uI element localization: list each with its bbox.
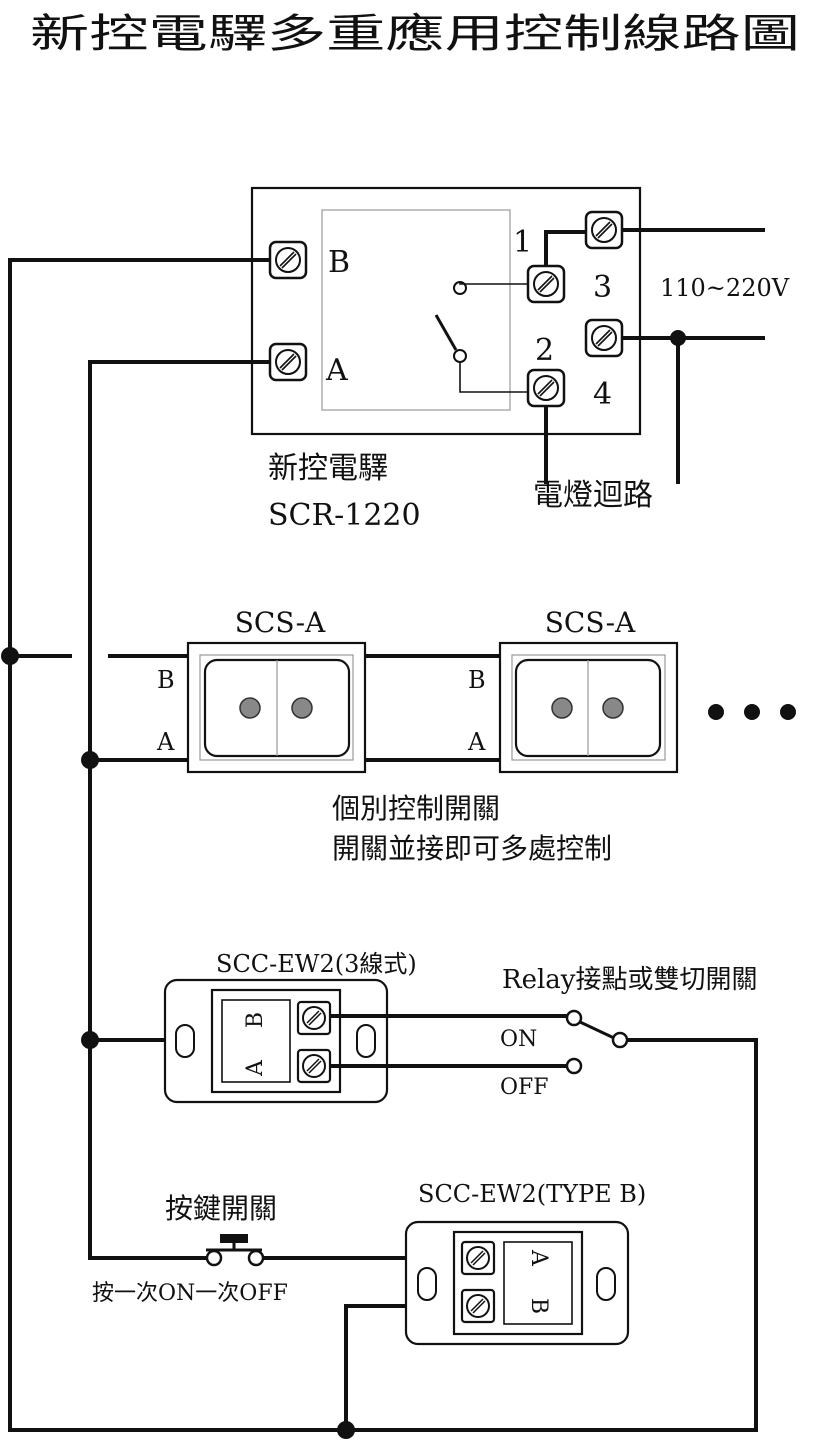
changeover-arm (579, 1020, 615, 1040)
relay-internal-wire-2 (459, 362, 528, 393)
scs1-inner-frame (199, 654, 354, 761)
relay-inner-panel (321, 209, 511, 411)
wire-bus-b (8, 258, 758, 1432)
ew2-typeb-screw-a (460, 1240, 496, 1276)
relay-label-b: B (328, 245, 350, 280)
relay-label-a: A (325, 353, 348, 388)
ew2-typeb-screw-b (460, 1288, 496, 1324)
scs-switch-1: SCS-A B A (156, 606, 367, 774)
scs2-led-left (551, 697, 573, 719)
wire-bus-a (88, 360, 270, 1260)
scs2-label-a: A (467, 728, 486, 756)
more-switches-ellipsis (708, 704, 796, 720)
ew2-3wire-name: SCC-EW2(3線式) (216, 950, 417, 978)
scs1-label-a: A (156, 728, 175, 756)
scs1-label-b: B (157, 666, 175, 694)
relay-scr-1220: B A 1 2 3 4 新控電驛 SCR-1220 (250, 186, 642, 533)
on-label: ON (500, 1027, 537, 1052)
relay-terminal-b-screw (268, 240, 308, 280)
ew2-typeb-label-b: B (526, 1298, 551, 1314)
ew2-3wire-mount-hole-left (175, 1024, 195, 1058)
scs-switch-2: SCS-A B A (467, 606, 679, 774)
common-contact (611, 1031, 629, 1049)
relay-changeover-contact: Relay接點或雙切開關 ON OFF (330, 965, 757, 1100)
relay-internal-wire-1 (459, 282, 528, 285)
lamp-circuit-label: 電燈迴路 (533, 478, 653, 513)
relay-body (250, 186, 642, 436)
scs2-inner-frame (511, 654, 666, 761)
power-and-lamp-wiring: 110~220V 電燈迴路 (533, 228, 790, 513)
ew2-3wire-label-panel (221, 999, 291, 1083)
scs1-name: SCS-A (235, 606, 326, 639)
relay-terminal-2-screw (526, 368, 566, 408)
push-button-contact-left (205, 1249, 223, 1267)
push-button-switch: 按鍵開關 按一次ON一次OFF (92, 1192, 288, 1306)
ew2-3wire-screw-a (296, 1048, 332, 1084)
off-contact (565, 1057, 583, 1075)
ew2-3wire-label-a: A (243, 1059, 268, 1077)
relay-label-1: 1 (513, 225, 532, 260)
push-button-note: 按一次ON一次OFF (92, 1281, 288, 1306)
relay-terminal-4-screw (584, 318, 624, 358)
relay-name-line2: SCR-1220 (268, 498, 421, 533)
scs1-led-right (291, 697, 313, 719)
ew2-typeb-mount-hole-right (596, 1267, 616, 1301)
ellipsis-dot-3 (780, 704, 796, 720)
scs-caption-line1: 個別控制開關 (332, 792, 500, 825)
ew2-typeb-label-panel (503, 1241, 573, 1325)
push-button-label: 按鍵開關 (165, 1192, 277, 1225)
ellipsis-dot-2 (744, 704, 760, 720)
diagram-title: 新控電驛多重應用控制線路圖 (30, 11, 800, 57)
ew2-3wire-label-b: B (243, 1012, 268, 1028)
relay-name-line1: 新控電驛 (268, 451, 388, 486)
scs2-label-b: B (468, 666, 486, 694)
scc-ew2-type-b: SCC-EW2(TYPE B) A B (404, 1180, 646, 1346)
relay-terminal-3-screw (584, 210, 624, 250)
push-button-contact-right (247, 1249, 265, 1267)
ellipsis-dot-1 (708, 704, 724, 720)
changeover-label: Relay接點或雙切開關 (502, 965, 757, 995)
relay-terminal-1-screw (526, 264, 566, 304)
voltage-label: 110~220V (660, 274, 790, 302)
on-contact (565, 1009, 583, 1027)
relay-label-2: 2 (535, 333, 554, 368)
relay-contact-arm (434, 314, 458, 351)
wire-t1-to-t3 (544, 230, 586, 266)
ew2-typeb-label-a: A (526, 1249, 551, 1267)
ew2-typeb-mount-hole-left (417, 1267, 437, 1301)
relay-label-4: 4 (593, 377, 612, 412)
relay-contact-lower (453, 349, 467, 363)
ew2-typeb-name: SCC-EW2(TYPE B) (418, 1180, 646, 1208)
off-label: OFF (500, 1075, 549, 1100)
scs1-led-left (239, 697, 261, 719)
push-button-cap (220, 1234, 248, 1243)
ew2-3wire-mount-hole-right (356, 1024, 376, 1058)
relay-label-3: 3 (593, 270, 612, 305)
scs2-name: SCS-A (545, 606, 636, 639)
scs-caption-line2: 開關並接即可多處控制 (332, 832, 612, 865)
scc-ew2-3wire: SCC-EW2(3線式) B A (163, 950, 417, 1104)
ew2-3wire-screw-b (296, 1000, 332, 1036)
junction-b-scs (1, 647, 19, 665)
relay-terminal-a-screw (268, 342, 308, 382)
scs2-led-right (602, 697, 624, 719)
